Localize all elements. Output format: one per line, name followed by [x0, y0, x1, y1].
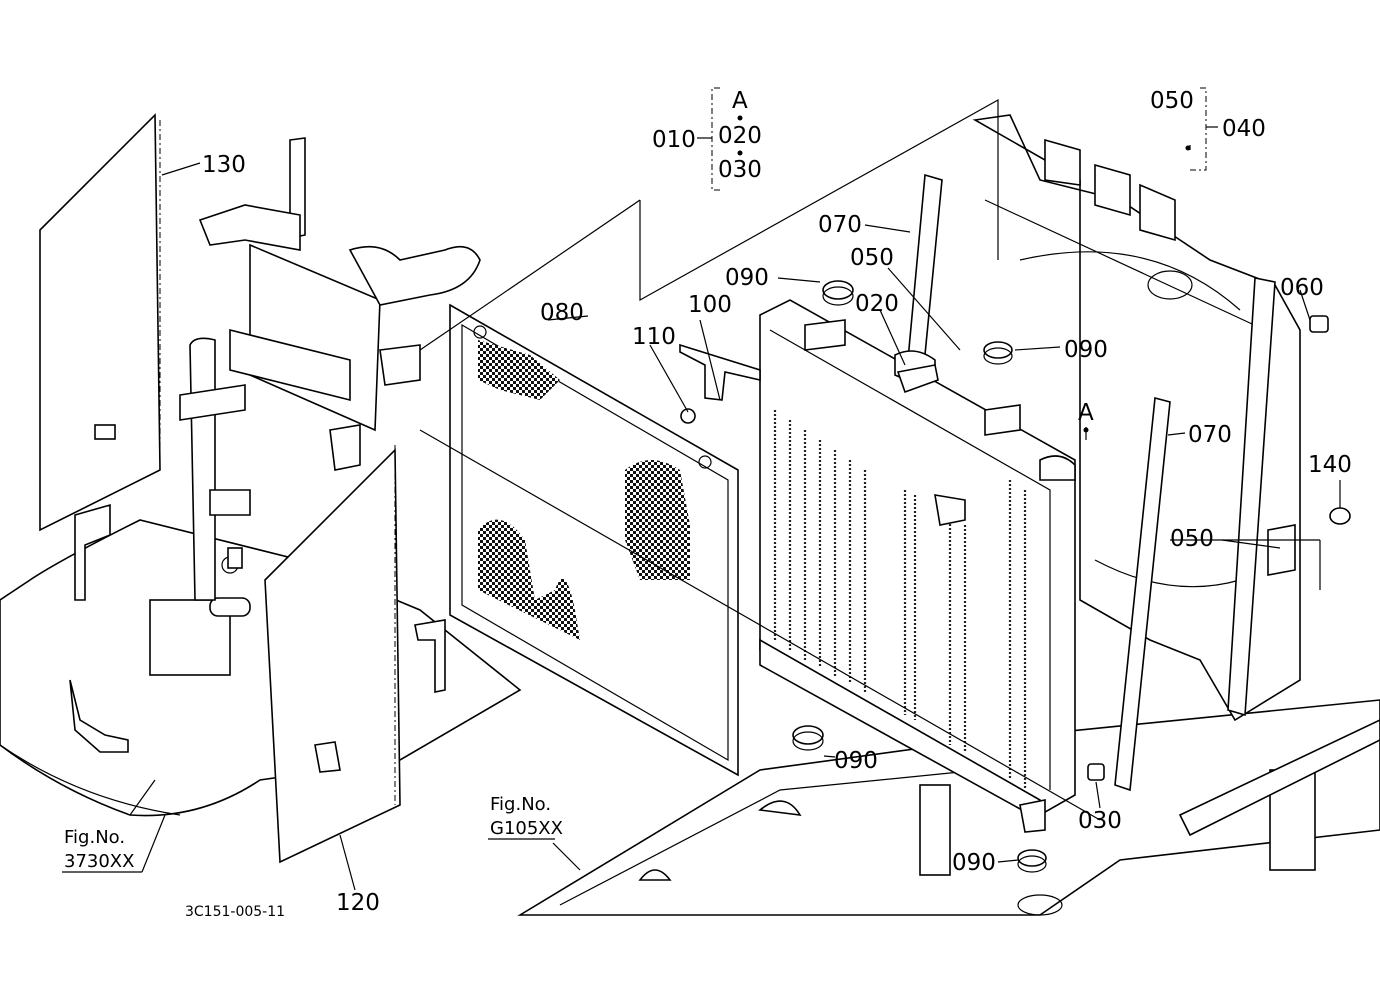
kit-bracket-010 — [697, 87, 743, 191]
callout-090-top-left: 090 — [725, 265, 769, 291]
callout-020-kit: 020 — [718, 123, 762, 149]
fig-ref-left-number: 3730XX — [64, 851, 134, 872]
rubber-mount-090-bottom — [792, 725, 824, 751]
callout-100: 100 — [688, 292, 732, 318]
callout-130: 130 — [202, 152, 246, 178]
bolt-110 — [680, 408, 696, 424]
callout-020-cap: 020 — [855, 291, 899, 317]
callout-ref-a: A — [1078, 400, 1094, 426]
callout-140: 140 — [1308, 452, 1352, 478]
mesh-screen-080 — [449, 303, 739, 777]
fig-ref-center-number: G105XX — [490, 818, 563, 839]
callout-070-right: 070 — [1188, 422, 1232, 448]
callout-050-right: 050 — [1170, 526, 1214, 552]
callout-090-top-right: 090 — [1064, 337, 1108, 363]
callout-050-mid: 050 — [850, 245, 894, 271]
callout-120: 120 — [336, 890, 380, 916]
drawing-id: 3C151-005-11 — [185, 904, 285, 920]
callout-080: 080 — [540, 300, 584, 326]
fig-ref-center-label: Fig.No. — [490, 794, 551, 815]
rubber-mount-090-top-left — [822, 280, 854, 306]
radiator-fins — [773, 410, 1027, 790]
seal-strip-shroud — [1227, 277, 1276, 717]
drain-plug-030 — [1087, 763, 1105, 781]
seal-strip-070-right — [1114, 396, 1171, 792]
reference-lines — [419, 98, 1321, 821]
callout-030-drain: 030 — [1078, 808, 1122, 834]
bolt-060 — [1309, 315, 1329, 333]
radiator-core — [759, 299, 1076, 833]
callout-090-bottom-right: 090 — [952, 850, 996, 876]
kit-bracket-040 — [1083, 87, 1218, 433]
cover-panel-120 — [264, 445, 401, 864]
rubber-mount-090-top-right — [983, 341, 1013, 365]
fig-ref-left-label: Fig.No. — [64, 827, 125, 848]
callout-070-left: 070 — [818, 212, 862, 238]
callout-030-kit: 030 — [718, 157, 762, 183]
callout-010: 010 — [652, 127, 696, 153]
callout-050-top: 050 — [1150, 88, 1194, 114]
callout-090-bottom: 090 — [834, 748, 878, 774]
cover-panel-130 — [39, 113, 161, 532]
callout-kit-a: A — [732, 88, 748, 114]
callout-110: 110 — [632, 324, 676, 350]
callout-060: 060 — [1280, 275, 1324, 301]
fan-shroud-040 — [972, 114, 1301, 722]
bracket-100 — [679, 343, 761, 401]
leader-lines — [129, 145, 1341, 891]
callout-040: 040 — [1222, 116, 1266, 142]
plug-140 — [1329, 507, 1351, 525]
radiator-cap-020 — [896, 364, 939, 394]
rubber-mount-090-bottom-right — [1017, 849, 1047, 873]
radiator-frame-bracket — [74, 137, 481, 693]
base-frame — [517, 699, 1380, 916]
